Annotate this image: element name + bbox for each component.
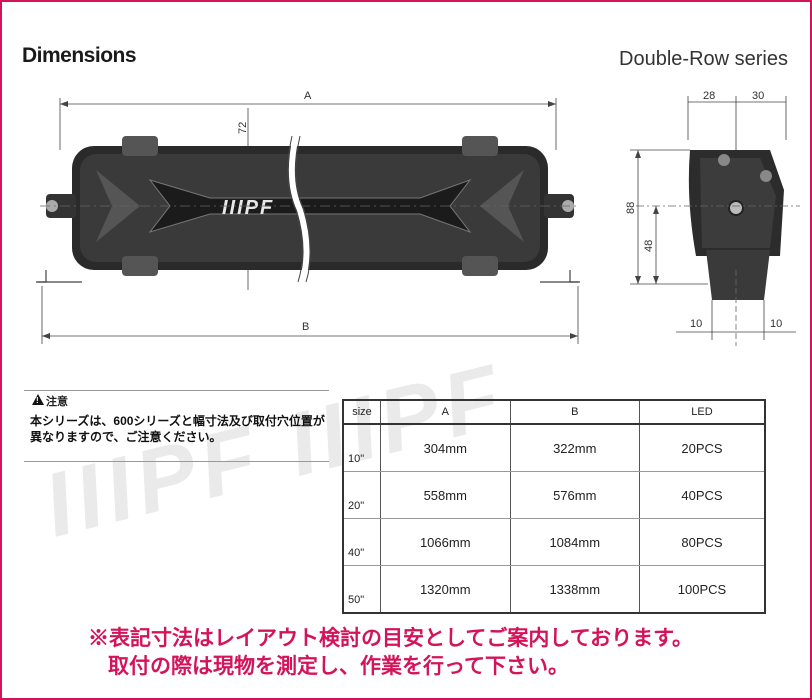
header-size: size: [343, 400, 381, 425]
series-label: Double-Row series: [619, 48, 788, 70]
caution-text: 本シリーズは、600シリーズと幅寸法及び取付穴位置が異なりますので、ご注意くださ…: [30, 414, 325, 444]
cell-led: 100PCS: [639, 565, 766, 614]
cell-led: 40PCS: [639, 471, 766, 519]
cell-led: 20PCS: [639, 424, 766, 472]
size-table: size A B LED 10" 304mm 322mm 20PCS 20" 5…: [342, 399, 766, 614]
dimension-b-label: B: [302, 321, 309, 333]
cell-size: 40": [343, 518, 381, 566]
header-b: B: [510, 400, 640, 425]
product-logo: IIIPF: [222, 197, 274, 219]
table-header-row: size A B LED: [343, 400, 766, 425]
dimension-a-label: A: [304, 90, 312, 102]
notice-line-2: 取付の際は現物を測定し、作業を行って下さい。: [108, 653, 569, 678]
caution-label: 注意: [46, 396, 68, 408]
dimension-30-label: 30: [752, 90, 764, 102]
notice-line-1: ※表記寸法はレイアウト検討の目安としてご案内しております。: [88, 625, 694, 650]
dimension-10-left-label: 10: [690, 318, 702, 330]
header-a: A: [380, 400, 511, 425]
warning-icon: [32, 394, 44, 405]
cell-led: 80PCS: [639, 518, 766, 566]
cell-size: 50": [343, 565, 381, 614]
dimension-48-label: 48: [643, 240, 655, 252]
dimension-10-right-label: 10: [770, 318, 782, 330]
header-led: LED: [639, 400, 766, 425]
dimension-88-label: 88: [625, 202, 637, 214]
cell-size: 20": [343, 471, 381, 519]
cell-b: 576mm: [510, 471, 640, 519]
table-row: 50" 1320mm 1338mm 100PCS: [343, 565, 766, 614]
table-row: 40" 1066mm 1084mm 80PCS: [343, 518, 766, 566]
cell-size: 10": [343, 424, 381, 472]
cell-a: 1320mm: [380, 565, 511, 614]
cell-a: 1066mm: [380, 518, 511, 566]
page-title: Dimensions: [22, 44, 137, 67]
caution-box: ! 注意 本シリーズは、600シリーズと幅寸法及び取付穴位置が異なりますので、ご…: [24, 390, 329, 462]
cell-a: 558mm: [380, 471, 511, 519]
cell-a: 304mm: [380, 424, 511, 472]
dimension-height-label: 72: [237, 122, 249, 134]
dimension-drawing: A 72 IIIPF B 28 30: [36, 90, 800, 346]
dimension-28-label: 28: [703, 90, 715, 102]
cell-b: 1084mm: [510, 518, 640, 566]
cell-b: 1338mm: [510, 565, 640, 614]
table-row: 10" 304mm 322mm 20PCS: [343, 424, 766, 472]
table-row: 20" 558mm 576mm 40PCS: [343, 471, 766, 519]
cell-b: 322mm: [510, 424, 640, 472]
